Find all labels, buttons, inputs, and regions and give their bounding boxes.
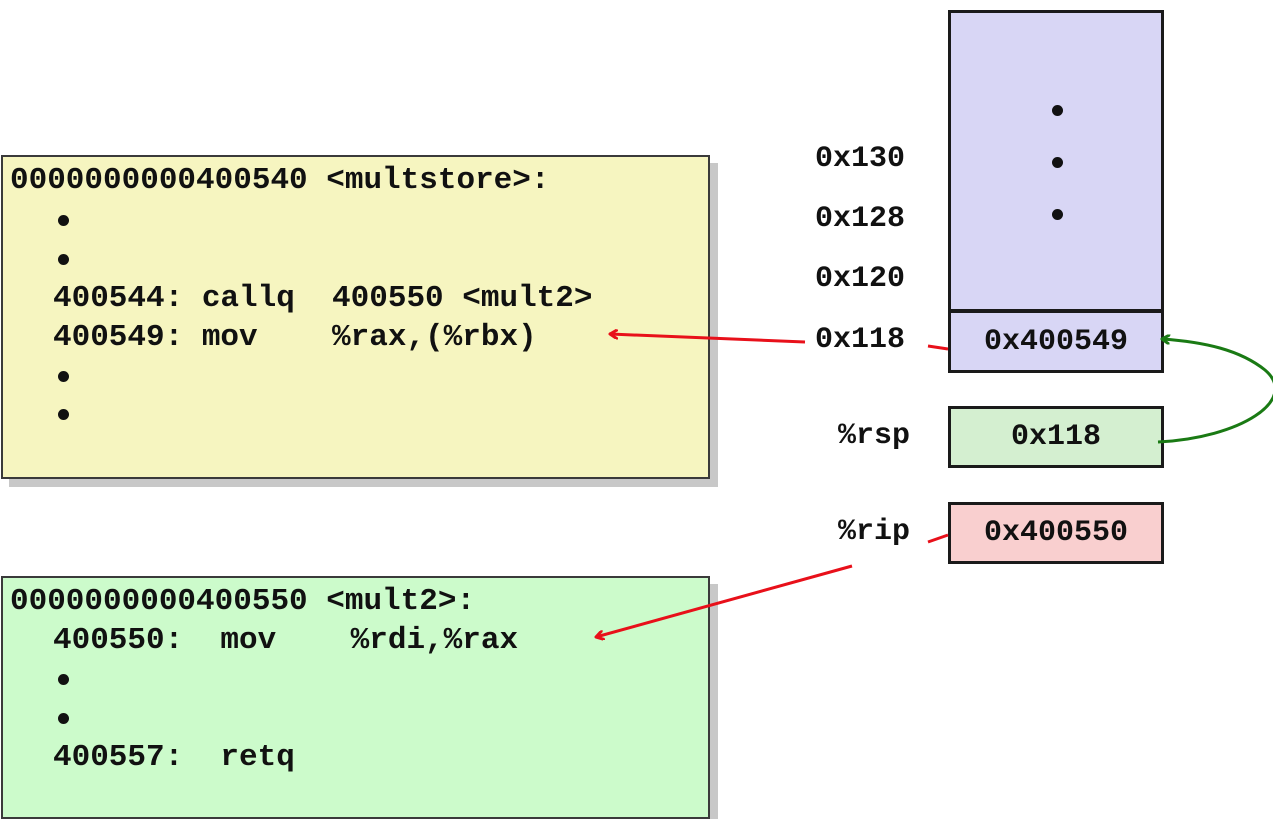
caller-call-line: 400544: callq 400550 <mult2> <box>53 281 593 316</box>
bullet-icon <box>58 713 69 724</box>
stack-address-tick <box>927 344 949 351</box>
caller-return-line: 400549: mov %rax,(%rbx) <box>53 320 537 355</box>
stack-top-cell: 0x400549 <box>948 310 1164 373</box>
callee-first-line: 400550: mov %rdi,%rax <box>53 623 519 658</box>
bullet-icon <box>58 254 69 265</box>
rip-register-cell: 0x400550 <box>948 502 1164 564</box>
rip-label: %rip <box>838 515 911 549</box>
bullet-icon <box>1052 157 1063 168</box>
bullet-icon <box>1052 105 1063 116</box>
bullet-icon <box>1052 209 1063 220</box>
bullet-icon <box>58 215 69 226</box>
caller-header: 0000000000400540 <multstore>: <box>10 163 550 198</box>
stack-address-label: 0x120 <box>815 262 906 296</box>
stack-region <box>948 10 1164 312</box>
stack-address-label: 0x118 <box>815 323 906 357</box>
callee-code-box: 0000000000400550 <mult2>: 400550: mov %r… <box>1 576 710 819</box>
rip-tick <box>927 533 949 544</box>
stack-address-label: 0x130 <box>815 142 906 176</box>
callee-header: 0000000000400550 <mult2>: <box>10 584 476 619</box>
caller-code-box: 0000000000400540 <multstore>: 400544: ca… <box>1 155 710 479</box>
bullet-icon <box>58 371 69 382</box>
callee-last-line: 400557: retq <box>53 740 295 775</box>
bullet-icon <box>58 674 69 685</box>
rsp-label: %rsp <box>838 419 911 453</box>
bullet-icon <box>58 409 69 420</box>
rsp-pointer-arrow <box>1157 339 1273 444</box>
rsp-register-cell: 0x118 <box>948 406 1164 468</box>
stack-address-label: 0x128 <box>815 202 906 236</box>
